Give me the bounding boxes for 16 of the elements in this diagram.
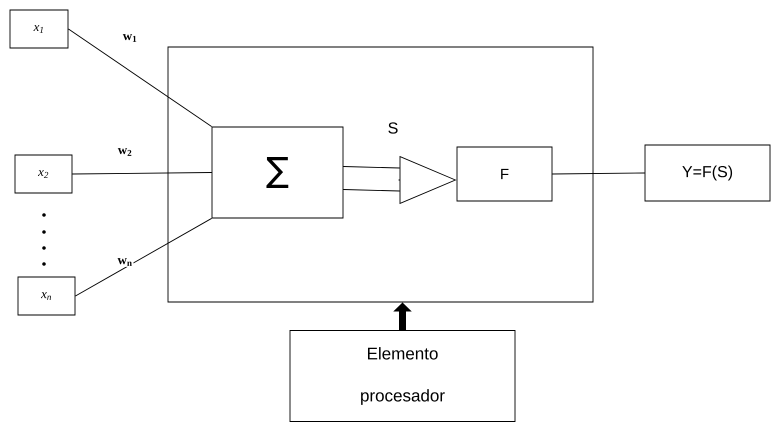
edge-label: S bbox=[386, 121, 400, 135]
output-box: Y=F(S) bbox=[644, 144, 770, 202]
input-box: x$_{n}$ bbox=[18, 276, 76, 316]
summation-box: ∑ bbox=[212, 126, 344, 218]
edge-label: w$_{1}$ bbox=[122, 33, 138, 43]
connector-line bbox=[72, 172, 212, 174]
edge-label: w$_{2}$ bbox=[116, 147, 134, 157]
connector-line bbox=[68, 28, 212, 127]
connector-line bbox=[552, 172, 645, 174]
frame-box bbox=[168, 46, 594, 302]
edge-label: w$_{n}$ bbox=[116, 257, 134, 267]
input-box: x$_{1}$ bbox=[10, 10, 68, 48]
connector-line bbox=[75, 218, 212, 296]
label-box: Elemento procesador bbox=[290, 330, 516, 422]
function-box: F bbox=[456, 146, 552, 202]
input-box: x$_{2}$ bbox=[14, 154, 72, 194]
